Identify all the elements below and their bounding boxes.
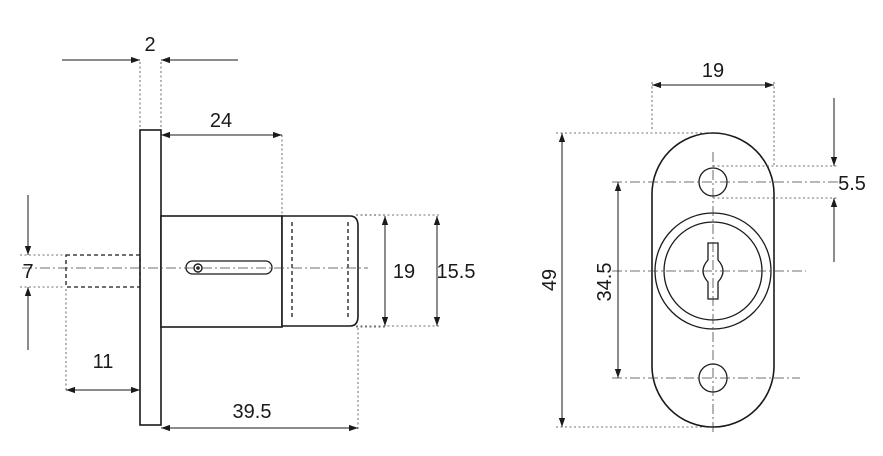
dim-plunger-diameter: 19 xyxy=(393,261,415,283)
dim-overall-length: 39.5 xyxy=(233,401,272,423)
dim-plate-width: 19 xyxy=(702,60,724,82)
dim-pin-length: 11 xyxy=(93,351,114,373)
rear-pin-hidden xyxy=(65,254,141,288)
plunger-tip xyxy=(281,215,359,327)
dim-pin-diameter: 7 xyxy=(22,261,33,283)
flange-plate xyxy=(139,129,162,426)
dim-tip-diameter: 15.5 xyxy=(437,261,476,283)
dim-hole-spacing: 34.5 xyxy=(594,263,616,302)
dim-body-length: 24 xyxy=(210,110,232,132)
dim-hole-diameter: 5.5 xyxy=(838,173,866,195)
body-slot xyxy=(185,260,273,275)
lock-body-cylinder xyxy=(160,215,283,328)
dim-plate-height: 49 xyxy=(539,269,561,291)
keyway-icon xyxy=(702,242,724,300)
dim-flange-thickness: 2 xyxy=(144,34,155,56)
side-view: 2 24 19 15.5 7 11 39.5 xyxy=(20,34,476,432)
front-view: 19 49 34.5 5.5 xyxy=(539,60,866,432)
